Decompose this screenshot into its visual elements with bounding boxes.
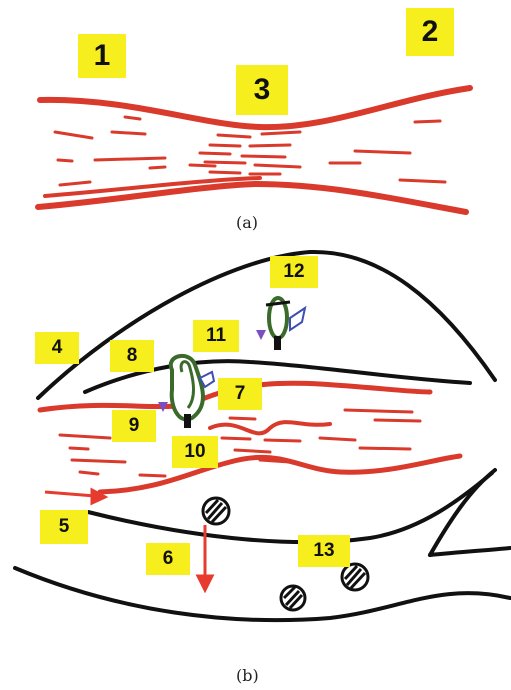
- label-9: 9: [112, 410, 156, 442]
- arrow-5: [45, 490, 105, 503]
- label-5: 5: [40, 510, 88, 544]
- label-3: 3: [236, 65, 288, 115]
- label-12: 12: [270, 256, 318, 288]
- label-11: 11: [193, 320, 239, 352]
- label-1: 1: [78, 34, 126, 78]
- vessel-b-kink: [210, 422, 330, 433]
- cell-11-12: [256, 298, 305, 350]
- cavity-upper-wall: [88, 473, 492, 542]
- label-6: 6: [146, 543, 190, 575]
- cell-body: [171, 356, 203, 419]
- particle-upper: [203, 498, 229, 524]
- purple-receptor-upper: [256, 330, 266, 340]
- star-receptor-upper: [290, 308, 305, 330]
- label-8: 8: [110, 340, 154, 372]
- particle-right: [342, 564, 368, 590]
- caption-a: (a): [236, 213, 258, 232]
- branch-line-lower: [430, 548, 510, 555]
- label-7: 7: [218, 378, 262, 410]
- cavity-lower-wall: [15, 568, 510, 620]
- label-13: 13: [298, 535, 350, 567]
- vessel-bottom-wall: [38, 184, 466, 212]
- label-4: 4: [35, 332, 79, 364]
- outer-membrane-arc: [38, 252, 495, 398]
- particle-left: [281, 586, 305, 610]
- label-10: 10: [172, 436, 218, 468]
- label-2: 2: [406, 8, 454, 56]
- caption-b: (b): [236, 666, 259, 685]
- cell-stalk: [184, 414, 191, 428]
